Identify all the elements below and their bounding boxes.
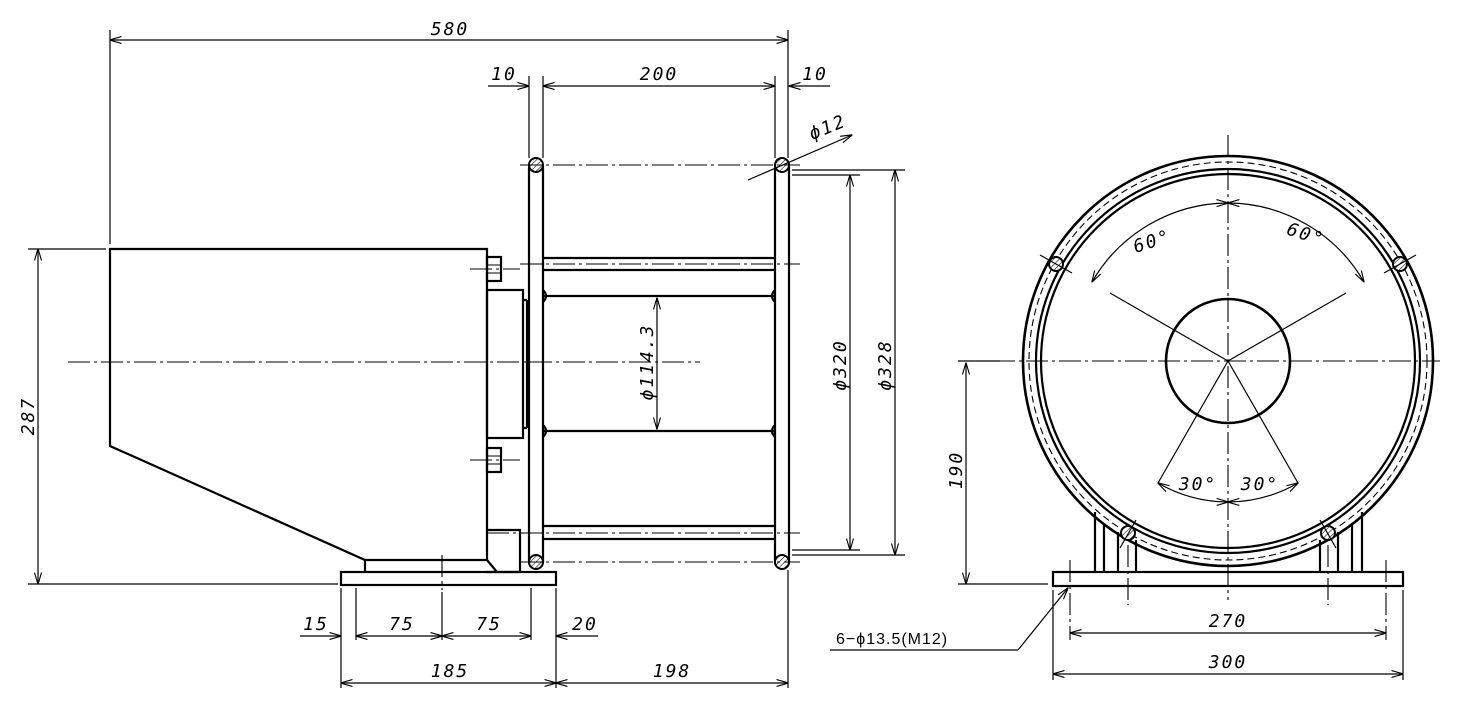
reel-outer-rim bbox=[1021, 154, 1435, 568]
dim-axis-height: 190 bbox=[946, 451, 967, 490]
dim-rim-left: 10 bbox=[491, 64, 517, 85]
reel-hub bbox=[1164, 297, 1292, 425]
dim-reel-overhang: 198 bbox=[653, 661, 692, 682]
dim-rim-spacing: 200 bbox=[640, 64, 679, 85]
dim-base-seg-2: 75 bbox=[476, 614, 502, 635]
angle-arc-top-left bbox=[1092, 203, 1228, 282]
dim-inner-diameter: ϕ320 bbox=[830, 339, 851, 390]
reel-rim-right bbox=[773, 160, 791, 570]
front-view: 60° 60° 30° 30° 190 270 300 6−ϕ13.5(M12) bbox=[830, 135, 1440, 680]
angle-top-right: 60° bbox=[1284, 219, 1327, 251]
dim-hub-diameter: ϕ114.3 bbox=[637, 323, 658, 400]
angle-arc-bottom-right bbox=[1228, 483, 1298, 502]
angle-arc-bottom-left bbox=[1158, 483, 1228, 502]
dim-total-height: 287 bbox=[18, 397, 39, 436]
base-plate bbox=[339, 570, 558, 587]
dim-base-offset: 15 bbox=[303, 614, 329, 635]
hopper-body bbox=[108, 247, 489, 562]
dim-overall-length: 580 bbox=[431, 19, 470, 40]
dim-outer-diameter: ϕ328 bbox=[875, 339, 896, 390]
hub-drum bbox=[542, 289, 776, 303]
dim-base-width: 300 bbox=[1208, 652, 1248, 673]
dim-base-length: 185 bbox=[431, 661, 470, 682]
dim-rim-right: 10 bbox=[802, 64, 828, 85]
bolt-hole-note: 6−ϕ13.5(M12) bbox=[836, 631, 948, 648]
front-base-plate bbox=[1051, 570, 1405, 588]
angle-bottom-right: 30° bbox=[1240, 474, 1280, 495]
side-view: 580 10 200 10 ϕ12 ϕ114.3 ϕ320 ϕ328 287 bbox=[18, 19, 905, 688]
dim-base-seg-3: 20 bbox=[572, 614, 598, 635]
reel-inner-rim bbox=[1034, 167, 1422, 555]
reel-rod-pitch-circle bbox=[1028, 161, 1428, 561]
dim-rod-diameter: ϕ12 bbox=[806, 111, 850, 145]
flange-plate bbox=[485, 288, 525, 440]
dim-base-seg-1: 75 bbox=[389, 614, 415, 635]
angle-bottom-left: 30° bbox=[1178, 474, 1218, 495]
reel-rim-left bbox=[527, 160, 545, 570]
dim-bolt-spacing: 270 bbox=[1209, 611, 1248, 632]
angle-top-left: 60° bbox=[1131, 226, 1174, 258]
angle-arc-top-right bbox=[1228, 203, 1364, 282]
